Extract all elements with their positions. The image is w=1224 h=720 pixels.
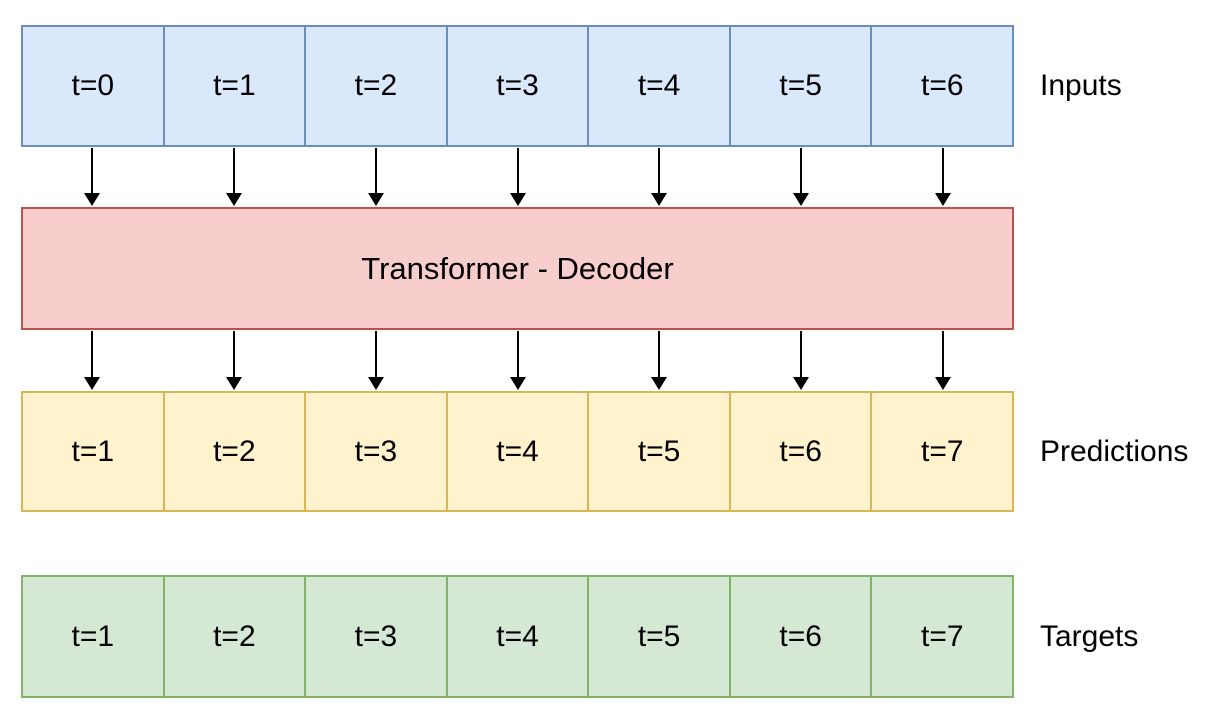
target-box-t6: t=6	[728, 575, 873, 698]
down-arrow-icon	[83, 148, 100, 206]
down-arrow-icon	[651, 331, 668, 390]
prediction-box-t7: t=7	[870, 391, 1015, 512]
predictions-label: Predictions	[1040, 434, 1189, 468]
down-arrow-icon	[793, 148, 810, 206]
target-box-t2: t=2	[162, 575, 307, 698]
target-box-t7: t=7	[870, 575, 1015, 698]
down-arrow-icon	[509, 148, 526, 206]
target-box-t3: t=3	[304, 575, 448, 698]
input-box-t3: t=3	[445, 25, 590, 147]
prediction-box-t2: t=2	[162, 391, 307, 512]
target-box-t4: t=4	[445, 575, 590, 698]
inputs-label: Inputs	[1040, 69, 1122, 102]
down-arrow-icon	[935, 331, 952, 390]
prediction-box-t5: t=5	[587, 391, 731, 512]
down-arrow-icon	[509, 331, 526, 390]
target-box-t5: t=5	[587, 575, 731, 698]
input-box-t0: t=0	[21, 25, 165, 147]
input-box-t5: t=5	[728, 25, 873, 147]
down-arrow-icon	[651, 148, 668, 206]
transformer-decoder-block: Transformer - Decoder	[21, 207, 1014, 330]
down-arrow-icon	[225, 331, 242, 390]
input-box-t4: t=4	[587, 25, 731, 147]
input-box-t6: t=6	[870, 25, 1015, 147]
down-arrow-icon	[225, 148, 242, 206]
down-arrow-icon	[367, 331, 384, 390]
prediction-box-t4: t=4	[445, 391, 590, 512]
arrows-inputs-to-decoder	[21, 148, 1014, 206]
down-arrow-icon	[793, 331, 810, 390]
prediction-box-t6: t=6	[728, 391, 873, 512]
down-arrow-icon	[367, 148, 384, 206]
targets-label: Targets	[1040, 619, 1139, 653]
inputs-row: t=0 t=1 t=2 t=3 t=4 t=5 t=6	[21, 25, 1015, 147]
target-box-t1: t=1	[21, 575, 165, 698]
prediction-box-t1: t=1	[21, 391, 165, 512]
input-box-t1: t=1	[162, 25, 307, 147]
input-box-t2: t=2	[304, 25, 448, 147]
predictions-row: t=1 t=2 t=3 t=4 t=5 t=6 t=7	[21, 391, 1015, 512]
targets-row: t=1 t=2 t=3 t=4 t=5 t=6 t=7	[21, 575, 1015, 698]
prediction-box-t3: t=3	[304, 391, 448, 512]
down-arrow-icon	[83, 331, 100, 390]
down-arrow-icon	[935, 148, 952, 206]
arrows-decoder-to-predictions	[21, 331, 1014, 390]
